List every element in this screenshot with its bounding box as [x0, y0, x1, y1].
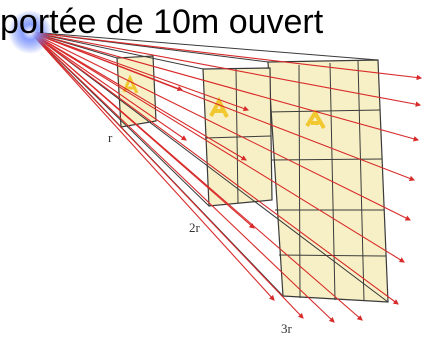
light-source-icon: [8, 10, 52, 54]
panel-3r: [267, 59, 389, 303]
panel-2r: [202, 67, 273, 207]
distance-label-3r: 3r: [281, 321, 293, 336]
distance-label-2r: 2r: [189, 220, 201, 235]
caption-text: portée de 10m ouvert: [0, 3, 324, 41]
distance-label-r: r: [108, 130, 113, 145]
light-rays: [29, 31, 423, 323]
